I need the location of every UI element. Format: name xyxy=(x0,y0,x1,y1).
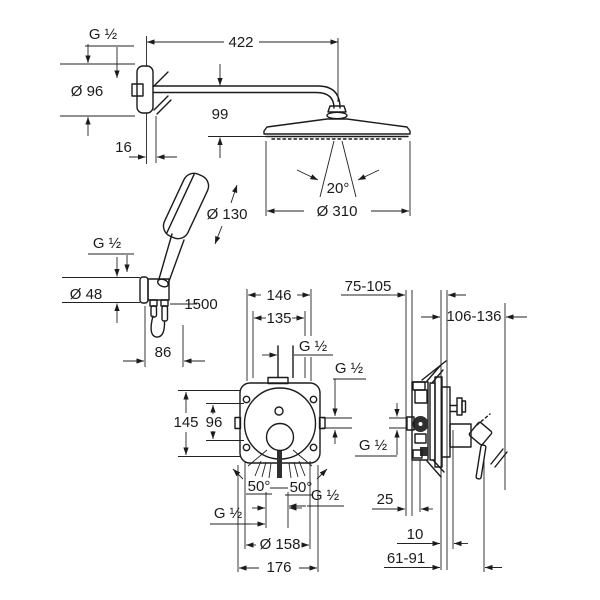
height-outer-label: 145 xyxy=(173,414,198,431)
hose-loop xyxy=(150,315,166,338)
dim-right-thread: G ½ xyxy=(322,360,366,444)
height-inner-label: 96 xyxy=(206,414,223,431)
arm-thread-label: G ½ xyxy=(89,26,118,43)
mixer-side-view xyxy=(405,290,508,572)
trim-offset-label: 10 xyxy=(407,526,424,543)
dim-plate-width: 176 xyxy=(237,465,319,576)
dim-plate-diameter: Ø 158 xyxy=(244,461,311,553)
dim-outlet-threads: G ½ G ½ xyxy=(210,487,344,528)
dim-head-drop: 99 xyxy=(208,64,266,158)
trim-and-lever xyxy=(449,397,508,480)
hand-shower-holder xyxy=(139,276,170,338)
mixer-front-view xyxy=(232,345,328,480)
dim-hose-length: 1500 xyxy=(170,296,218,313)
head-diameter-label: Ø 310 xyxy=(317,203,358,220)
depth-min-max-label: 75-105 xyxy=(345,278,392,295)
width-inner-label: 135 xyxy=(266,310,291,327)
dim-arm-thread: G ½ xyxy=(85,26,134,78)
dim-height-inner: 96 xyxy=(206,403,244,441)
dim-holder-depth: 86 xyxy=(123,306,205,367)
dim-head-diameter: Ø 310 xyxy=(265,141,411,220)
plate-diameter-label: Ø 158 xyxy=(260,536,301,553)
dim-holder-diameter: Ø 48 xyxy=(62,257,140,323)
dim-lever-range: 61-91 xyxy=(384,550,502,571)
dim-bracket-offset: 25 xyxy=(372,491,433,512)
concealed-valve-body xyxy=(406,376,451,468)
shower-arm-wall-flange xyxy=(131,36,172,164)
bracket-offset-label: 25 xyxy=(377,491,394,508)
outlet-thread-left-label: G ½ xyxy=(214,505,243,522)
plate-width-label: 176 xyxy=(266,559,291,576)
dim-hand-head-diameter: Ø 130 xyxy=(207,184,248,245)
handle-depth-min-max-label: 106-136 xyxy=(446,308,501,325)
width-outer-label: 146 xyxy=(266,287,291,304)
spray-cone xyxy=(296,140,380,198)
arm-length-label: 422 xyxy=(228,34,253,51)
dim-height-outer: 145 xyxy=(173,390,240,457)
head-shower xyxy=(263,118,411,140)
hand-head-diameter-label: Ø 130 xyxy=(207,206,248,223)
dim-supply-thread: G ½ xyxy=(355,403,407,457)
holder-thread-label: G ½ xyxy=(93,235,122,252)
lever-range-label: 61-91 xyxy=(387,550,425,567)
dim-handle-depth-min-max: 106-136 xyxy=(421,308,527,325)
top-thread-label: G ½ xyxy=(299,338,328,355)
holder-diameter-label: Ø 48 xyxy=(70,286,103,303)
dim-arm-length: 422 xyxy=(147,34,339,102)
spray-angle-label: 20° xyxy=(327,180,350,197)
dim-flange-diameter: Ø 96 xyxy=(60,44,135,136)
flange-diameter-label: Ø 96 xyxy=(71,83,104,100)
lever-front xyxy=(277,451,282,478)
dim-swing-angles: 50° 50° xyxy=(246,478,313,496)
dim-flange-depth: 16 xyxy=(115,139,177,160)
dim-depth-min-max: 75-105 xyxy=(341,278,466,298)
swing-fan-lines xyxy=(247,449,313,479)
dim-spray-angle: 20° xyxy=(327,180,350,197)
dim-trim-offset: 10 xyxy=(397,526,468,547)
dim-width-outer: 146 xyxy=(246,287,312,381)
head-drop-label: 99 xyxy=(212,106,229,123)
hose-length-label: 1500 xyxy=(184,296,217,313)
swing-left-label: 50° xyxy=(248,478,271,495)
dim-width-inner: 135 xyxy=(252,310,306,378)
shower-arm xyxy=(152,85,348,120)
outlet-thread-right-label: G ½ xyxy=(311,487,340,504)
dim-top-thread: G ½ xyxy=(262,338,333,358)
flange-depth-label: 16 xyxy=(115,139,132,156)
swing-right-label: 50° xyxy=(290,479,313,496)
supply-thread-label: G ½ xyxy=(359,437,388,454)
holder-depth-label: 86 xyxy=(155,344,172,361)
hand-shower xyxy=(156,172,210,288)
right-thread-label: G ½ xyxy=(335,360,364,377)
dim-holder-thread: G ½ xyxy=(88,235,134,272)
